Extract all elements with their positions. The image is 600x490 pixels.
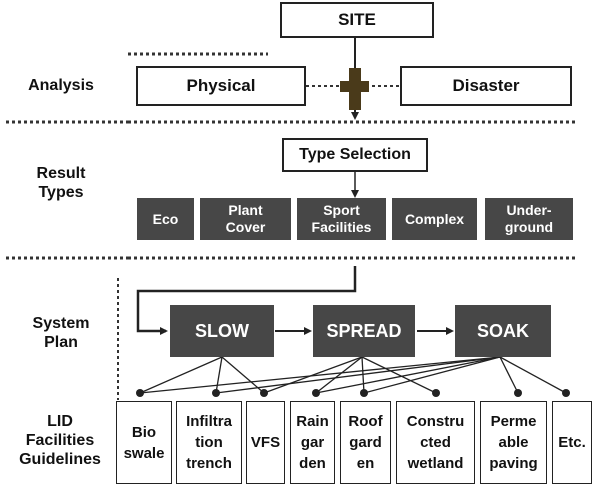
type-eco: Eco [137,198,194,240]
lid-guidelines-label: LID Facilities Guidelines [19,413,101,468]
lid-vfs: VFS [246,401,285,484]
type-selection-box: Type Selection [282,138,428,172]
lid-dots [136,389,570,397]
disaster-box: Disaster [400,66,572,106]
fan-lines [139,356,567,394]
lid-roof-garden: Roof gard en [340,401,391,484]
lid-rain-garden: Rain gar den [290,401,335,484]
analysis-label: Analysis [28,77,94,94]
step-spread: SPREAD [313,305,415,357]
type-plant-cover: Plant Cover [200,198,291,240]
system-plan-label: System Plan [32,315,90,351]
cross-horizontal [340,81,369,92]
lid-bio-swale: Bio swale [116,401,172,484]
lid-constructed-wetland: Constru cted wetland [396,401,475,484]
lid-permeable-paving: Perme able paving [480,401,547,484]
result-types-label: Result Types [36,165,86,201]
step-slow: SLOW [170,305,274,357]
type-underground: Under- ground [485,198,573,240]
type-complex: Complex [392,198,477,240]
step-soak: SOAK [455,305,551,357]
lid-infiltration-trench: Infiltra tion trench [176,401,242,484]
physical-box: Physical [136,66,306,106]
system-entry-line [136,266,357,335]
type-sport-facilities: Sport Facilities [297,198,386,240]
site-box: SITE [280,2,434,38]
lid-etc: Etc. [552,401,592,484]
